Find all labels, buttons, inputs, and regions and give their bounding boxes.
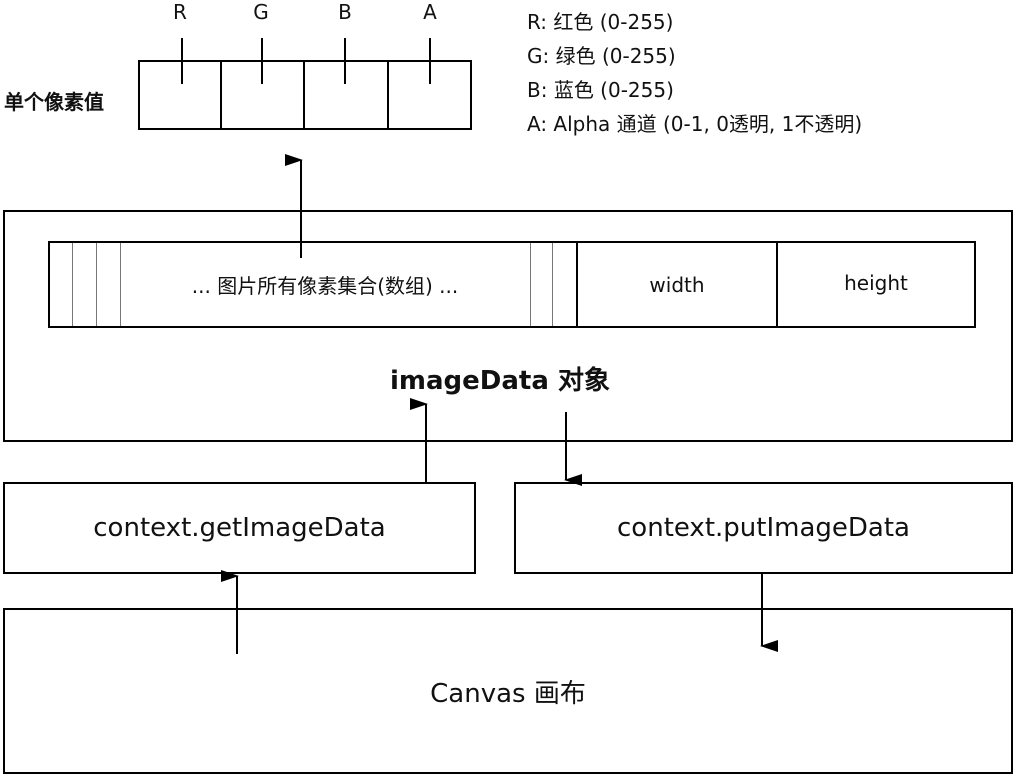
canvas-box: Canvas 画布	[3, 608, 1013, 774]
array-divider	[72, 243, 73, 326]
pixel-cell-g	[222, 62, 305, 128]
legend-g: G: 绿色 (0-255)	[527, 44, 676, 68]
legend-r: R: 红色 (0-255)	[527, 10, 674, 34]
put-imagedata-label: context.putImageData	[617, 513, 910, 543]
pixel-cell-a	[389, 62, 470, 128]
width-field: width	[649, 272, 705, 297]
pixel-value-label: 单个像素值	[4, 90, 104, 114]
array-divider	[120, 243, 121, 326]
legend-a: A: Alpha 通道 (0-1, 0透明, 1不透明)	[527, 112, 863, 136]
height-field: height	[844, 271, 908, 295]
get-imagedata-label: context.getImageData	[93, 513, 386, 543]
canvas-label: Canvas 画布	[430, 678, 586, 709]
width-divider	[576, 243, 578, 326]
pixel-cell-b	[305, 62, 389, 128]
legend-b: B: 蓝色 (0-255)	[527, 78, 674, 102]
array-divider	[530, 243, 531, 326]
array-divider	[552, 243, 553, 326]
channel-label-g: G	[253, 0, 269, 24]
channel-label-b: B	[338, 0, 352, 24]
channel-label-a: A	[423, 0, 437, 24]
put-imagedata-box: context.putImageData	[514, 482, 1013, 574]
pixel-value-box	[138, 60, 472, 130]
get-imagedata-box: context.getImageData	[3, 482, 476, 574]
height-divider	[776, 243, 778, 326]
pixel-array-bar: ... 图片所有像素集合(数组) ... width height	[48, 241, 976, 328]
array-divider	[96, 243, 97, 326]
imagedata-object-label: imageData 对象	[390, 366, 610, 396]
pixel-cell-r	[140, 62, 222, 128]
pixel-array-text: ... 图片所有像素集合(数组) ...	[191, 274, 459, 298]
channel-label-r: R	[173, 0, 187, 24]
